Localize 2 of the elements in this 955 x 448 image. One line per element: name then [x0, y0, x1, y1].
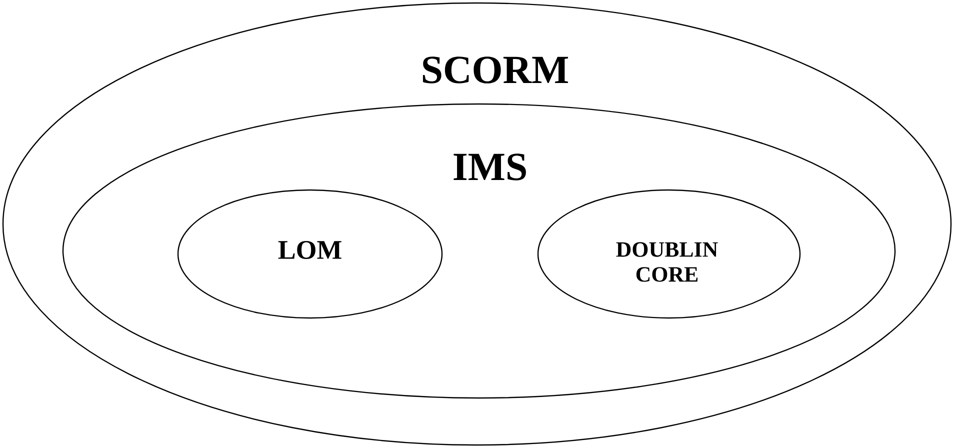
ellipse-region: LOM — [177, 189, 443, 319]
ellipse-region: DOUBLIN CORE — [537, 189, 801, 319]
